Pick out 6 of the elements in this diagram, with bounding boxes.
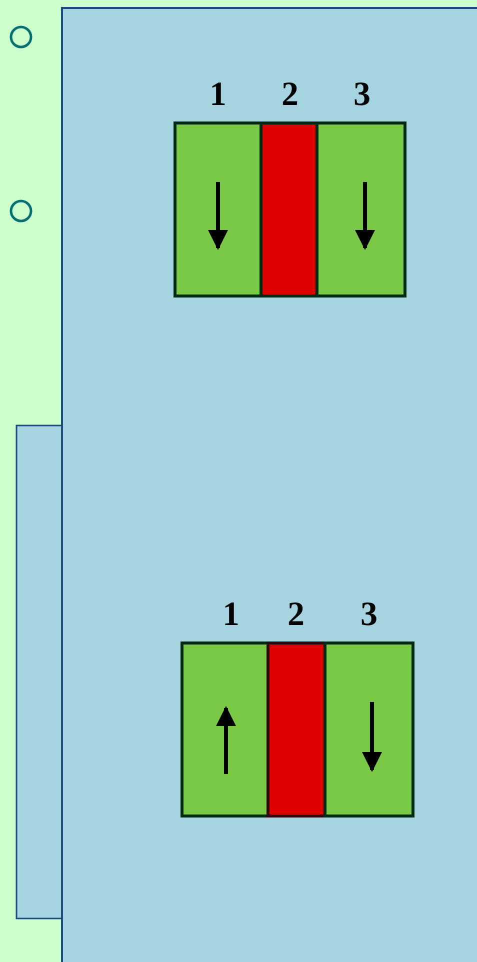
layer-number: 2 xyxy=(280,76,300,114)
layer-number: 3 xyxy=(352,76,372,114)
layer-number: 3 xyxy=(360,596,378,634)
layer-number: 2 xyxy=(286,596,306,634)
layer-number: 1 xyxy=(208,76,228,114)
layer-number: 1 xyxy=(222,596,240,634)
